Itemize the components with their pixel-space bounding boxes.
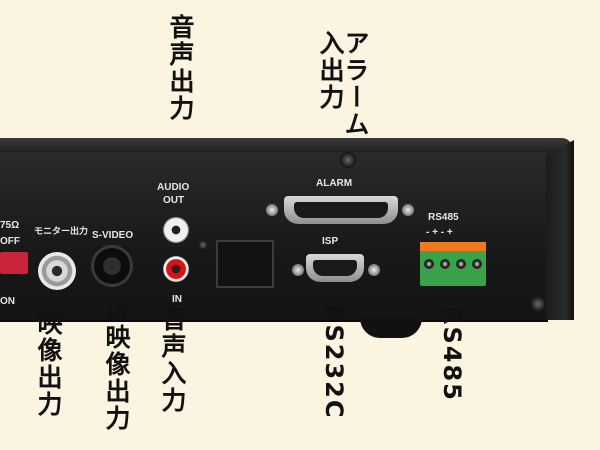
alarm-screw-right	[402, 204, 414, 216]
callout-alarm: アラーム 入出力	[316, 30, 370, 138]
terminal-hole-4	[472, 259, 482, 269]
audio-screw	[198, 240, 208, 250]
alarm-label: ALARM	[316, 178, 353, 189]
rs485-panel-label: RS485	[428, 212, 459, 223]
terminal-hole-2	[440, 259, 450, 269]
alarm-db25-connector	[284, 196, 398, 224]
callout-video-out: 映像出力	[34, 310, 63, 418]
panel-screw-top	[340, 152, 356, 168]
terminal-polarity-label: - + - +	[426, 227, 453, 238]
isp-label: ISP	[322, 236, 339, 247]
s-video-connector	[94, 248, 130, 284]
s-video-label: S-VIDEO	[92, 230, 134, 241]
callout-audio-in: 音声入力	[158, 306, 187, 414]
device-side	[546, 140, 574, 320]
dip-switch	[0, 252, 28, 274]
monitor-out-label: モニター出力	[34, 226, 89, 236]
isp-db9-connector	[306, 254, 364, 282]
callout-rs485: RS485	[438, 306, 466, 402]
impedance-label: 75Ω	[0, 220, 20, 231]
terminal-hole-3	[456, 259, 466, 269]
off-label: OFF	[0, 236, 20, 247]
callout-audio-out: 音声出力	[166, 14, 195, 122]
in-label: IN	[172, 294, 182, 305]
alarm-db25-pins	[294, 202, 388, 218]
alarm-screw-left	[266, 204, 278, 216]
on-label: ON	[0, 296, 15, 307]
callout-s-video-out: S映像出力	[102, 304, 131, 433]
audio-label: AUDIO	[157, 182, 190, 193]
audio-in-rca	[163, 256, 189, 282]
callout-rs232c: RS232C	[320, 304, 348, 420]
device-rear-panel	[0, 152, 548, 322]
isp-screw-left	[292, 264, 304, 276]
device-top-edge	[0, 138, 572, 156]
out-label: OUT	[163, 195, 185, 206]
blank-port	[216, 240, 274, 288]
isp-db9-pins	[313, 260, 357, 276]
isp-screw-right	[368, 264, 380, 276]
bnc-video-connector	[38, 252, 76, 290]
panel-screw-corner	[530, 296, 546, 312]
rs485-terminal-release-tabs	[420, 242, 486, 251]
audio-out-rca	[163, 217, 189, 243]
device-foot	[360, 318, 422, 338]
terminal-hole-1	[424, 259, 434, 269]
s-video-pins	[103, 257, 121, 275]
